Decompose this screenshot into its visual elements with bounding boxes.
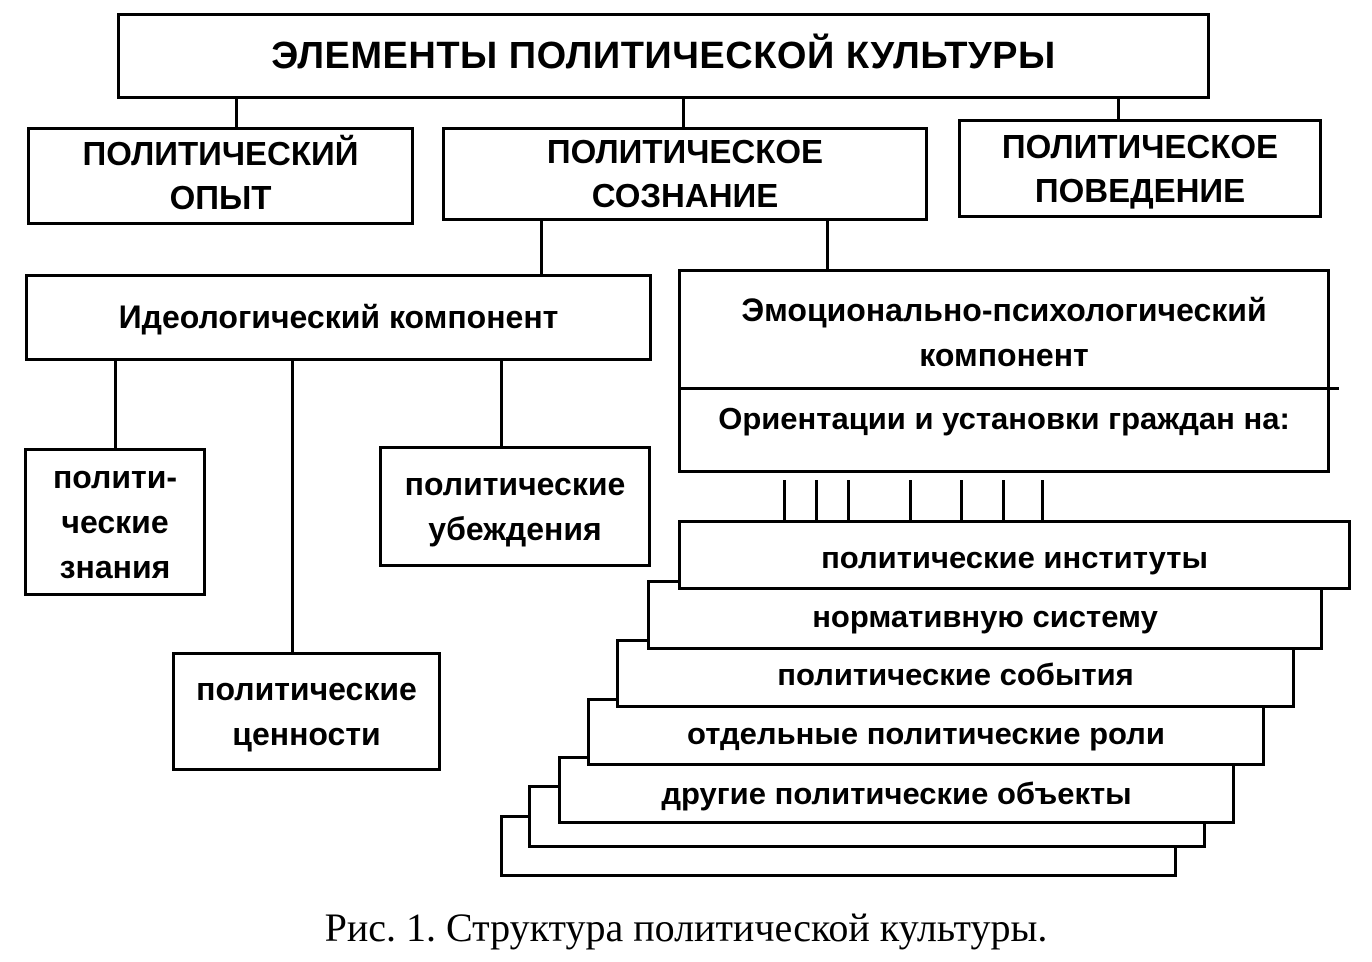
political-experience-line1: ПОЛИТИЧЕСКИЙ — [82, 135, 359, 172]
political-values-line1: политические — [196, 670, 417, 707]
emotional-component-line2: компонент — [919, 337, 1089, 373]
emotional-divider — [678, 387, 1339, 390]
object-other-political-objects-label: другие политические объекты — [661, 776, 1132, 811]
political-beliefs-line2: убеждения — [428, 510, 602, 547]
political-knowledge-line1: полити- — [52, 458, 178, 495]
emotional-component-title: Эмоционально-психологический компонент — [681, 288, 1327, 378]
object-normative-system: нормативную систему — [647, 580, 1323, 650]
emotional-component-box: Эмоционально-психологический компонент О… — [678, 269, 1339, 473]
connector-ideological-knowledge — [114, 359, 117, 451]
emotional-component-line1: Эмоционально-психологический — [741, 292, 1267, 328]
political-beliefs-line1: политические — [404, 465, 626, 502]
root-box: ЭЛЕМЕНТЫ ПОЛИТИЧЕСКОЙ КУЛЬТУРЫ — [117, 13, 1210, 99]
object-other-political-objects: другие политические объекты — [558, 756, 1235, 824]
political-consciousness-line1: ПОЛИТИЧЕСКОЕ — [546, 133, 824, 170]
connector-root-consciousness — [682, 96, 685, 128]
political-behavior-line1: ПОЛИТИЧЕСКОЕ — [1001, 127, 1279, 165]
political-values-line2: ценности — [232, 715, 381, 752]
orientations-label: Ориентации и установки граждан на: — [718, 401, 1290, 436]
political-values-box: политические ценности — [172, 652, 441, 771]
connector-orientation-4 — [909, 480, 912, 524]
object-political-events-label: политические события — [777, 657, 1134, 692]
object-political-roles-label: отдельные политические роли — [687, 716, 1165, 751]
political-consciousness-line2: СОЗНАНИЕ — [591, 177, 779, 214]
connector-root-experience — [235, 96, 238, 128]
object-political-institutions-label: политические институты — [821, 540, 1208, 575]
object-political-institutions: политические институты — [678, 520, 1351, 590]
political-knowledge-line3: знания — [59, 548, 171, 585]
political-knowledge-box: полити- ческие знания — [24, 448, 206, 596]
political-consciousness-box: ПОЛИТИЧЕСКОЕ СОЗНАНИЕ — [442, 127, 928, 221]
object-normative-system-label: нормативную систему — [812, 599, 1158, 634]
connector-orientation-3 — [847, 480, 850, 524]
object-political-events: политические события — [616, 639, 1295, 708]
political-beliefs-box: политические убеждения — [379, 446, 651, 567]
ideological-component-title: Идеологический компонент — [118, 299, 559, 335]
connector-ideological-values — [291, 359, 294, 655]
political-behavior-box: ПОЛИТИЧЕСКОЕ ПОВЕДЕНИЕ — [958, 119, 1322, 218]
root-title: ЭЛЕМЕНТЫ ПОЛИТИЧЕСКОЙ КУЛЬТУРЫ — [271, 34, 1056, 77]
connector-orientation-1 — [783, 480, 786, 524]
political-behavior-line2: ПОВЕДЕНИЕ — [1034, 171, 1246, 209]
connector-consciousness-emotional — [826, 219, 829, 271]
political-experience-box: ПОЛИТИЧЕСКИЙ ОПЫТ — [27, 127, 414, 225]
connector-orientation-7 — [1041, 480, 1044, 524]
connector-orientation-5 — [960, 480, 963, 524]
political-experience-line2: ОПЫТ — [169, 179, 272, 216]
connector-ideological-beliefs — [500, 359, 503, 449]
figure-caption: Рис. 1. Структура политической культуры. — [324, 905, 1048, 950]
connector-consciousness-ideological — [540, 219, 543, 276]
connector-root-behavior — [1117, 96, 1120, 120]
connector-orientation-2 — [815, 480, 818, 524]
ideological-component-box: Идеологический компонент — [25, 274, 652, 361]
object-political-roles: отдельные политические роли — [587, 698, 1265, 766]
political-knowledge-line2: ческие — [61, 503, 169, 540]
connector-orientation-6 — [1002, 480, 1005, 524]
